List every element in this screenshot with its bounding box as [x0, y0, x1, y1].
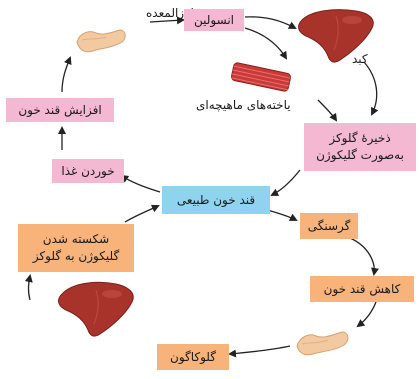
glycogen-storage-box: ذخیرهٔ گلوکز به‌صورت گلیکوژن	[304, 123, 416, 171]
pancreas-icon	[74, 26, 128, 58]
arrow-insulin-to-liver	[245, 17, 295, 28]
hunger-label: گرسنگی	[308, 218, 351, 235]
glycogen-breakdown-box: شکسته شدن گلیکوژن به گلوکز	[18, 224, 134, 272]
muscle-icon	[228, 62, 294, 92]
arrow-rise-to-pancreas	[62, 58, 70, 92]
arrow-drop-to-pancreas	[358, 302, 376, 326]
liver-icon	[56, 278, 138, 340]
arrow-glycogen-to-normal	[272, 170, 300, 195]
arrow-liver-to-glycogen	[364, 62, 377, 114]
glycogen-storage-line1: ذخیرهٔ گلوکز	[329, 130, 390, 147]
arrow-pancreas-to-insulin	[150, 20, 183, 22]
insulin-box: انسولین	[184, 9, 244, 31]
eating-label: خوردن غذا	[61, 163, 114, 180]
pancreas-icon	[294, 328, 352, 360]
normal-blood-sugar-box: قند خون طبیعی	[162, 186, 270, 214]
glycogen-breakdown-line1: شکسته شدن	[43, 231, 109, 248]
hunger-box: گرسنگی	[300, 213, 358, 239]
arrow-pancreas-to-glucagon	[230, 346, 290, 354]
blood-sugar-drop-label: کاهش قند خون	[324, 281, 401, 298]
muscle-cells-label: یاخته‌های ماهیچه‌ای	[196, 98, 291, 112]
arrow-hunger-to-drop	[350, 238, 374, 274]
glucagon-label: گلوکاگون	[170, 349, 216, 366]
normal-blood-sugar-label: قند خون طبیعی	[177, 192, 255, 209]
blood-sugar-drop-box: کاهش قند خون	[310, 276, 414, 302]
arrow-insulin-to-muscle	[245, 28, 286, 58]
blood-sugar-rise-box: افزایش قند خون	[6, 98, 114, 122]
arrow-muscle-to-glycogen	[318, 100, 336, 120]
glycogen-storage-line2: به‌صورت گلیکوژن	[316, 147, 404, 164]
blood-sugar-rise-label: افزایش قند خون	[18, 102, 101, 119]
liver-label: کبد	[352, 52, 368, 66]
glucagon-box: گلوکاگون	[157, 344, 229, 370]
arrow-breakdown-to-normal	[125, 206, 158, 222]
arrow-normal-to-eating	[122, 176, 160, 192]
insulin-label: انسولین	[194, 12, 234, 29]
arrow-liver-to-breakdown	[29, 276, 31, 300]
eating-box: خوردن غذا	[52, 159, 124, 183]
glycogen-breakdown-line2: گلیکوژن به گلوکز	[33, 248, 119, 265]
